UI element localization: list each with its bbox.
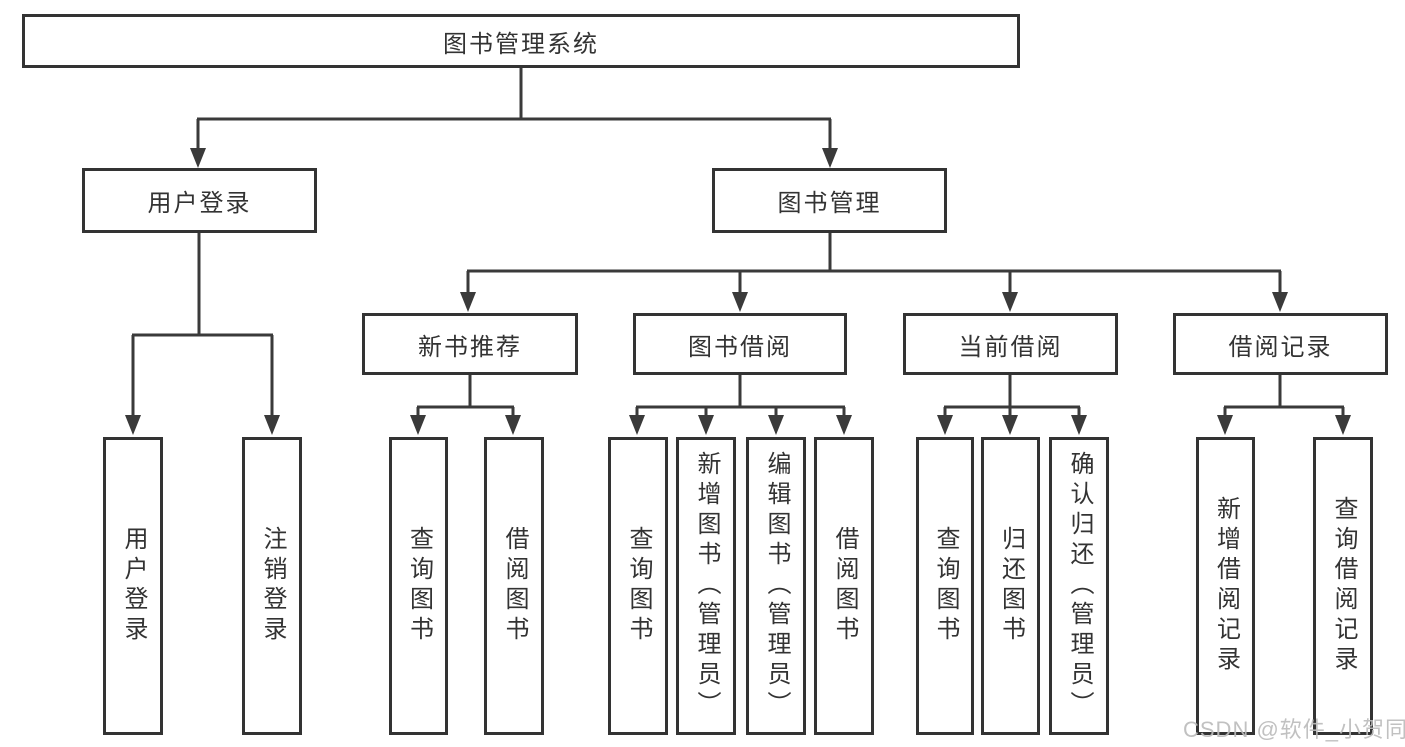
node-current-borrowing-label: 当前借阅	[958, 333, 1063, 361]
node-book-management-label: 图书管理	[777, 190, 882, 217]
node-borrowing-records: 借阅记录	[1173, 313, 1388, 375]
leaf-query-books-current: 查询图书	[916, 437, 974, 735]
node-borrowing-records-label: 借阅记录	[1228, 333, 1333, 361]
leaf-query-borrow-record-label: 查询借阅记录	[1330, 496, 1357, 676]
leaf-user-login: 用户登录	[103, 437, 163, 735]
leaf-return-books-label: 归还图书	[997, 526, 1025, 646]
leaf-edit-book-admin: 编辑图书（管理员）	[746, 437, 806, 735]
leaf-logout: 注销登录	[242, 437, 302, 735]
leaf-add-book-admin: 新增图书（管理员）	[676, 437, 736, 735]
node-user-login: 用户登录	[82, 168, 317, 233]
node-root: 图书管理系统	[22, 14, 1020, 68]
leaf-query-books-borrowing: 查询图书	[608, 437, 668, 735]
node-new-book-recommendation: 新书推荐	[362, 313, 578, 375]
leaf-logout-label: 注销登录	[259, 526, 286, 646]
leaf-confirm-return-admin: 确认归还（管理员）	[1049, 437, 1109, 735]
node-book-borrowing-label: 图书借阅	[688, 333, 792, 361]
leaf-borrow-books-borrowing: 借阅图书	[814, 437, 874, 735]
leaf-query-books-recommend: 查询图书	[389, 437, 448, 735]
node-book-borrowing: 图书借阅	[633, 313, 847, 375]
node-root-label: 图书管理系统	[443, 30, 599, 58]
leaf-add-borrow-record: 新增借阅记录	[1196, 437, 1255, 735]
leaf-add-book-admin-label: 新增图书（管理员）	[693, 451, 720, 721]
node-new-book-recommendation-label: 新书推荐	[418, 333, 522, 361]
leaf-confirm-return-admin-label: 确认归还（管理员）	[1066, 451, 1093, 721]
node-book-management: 图书管理	[712, 168, 947, 233]
leaf-borrow-books-recommend: 借阅图书	[484, 437, 544, 735]
leaf-return-books: 归还图书	[981, 437, 1040, 735]
leaf-edit-book-admin-label: 编辑图书（管理员）	[763, 451, 790, 721]
leaf-user-login-label: 用户登录	[120, 526, 147, 646]
node-current-borrowing: 当前借阅	[903, 313, 1118, 375]
csdn-watermark: CSDN @软件_小贺同学	[1183, 717, 1405, 742]
node-user-login-label: 用户登录	[147, 190, 252, 217]
leaf-query-borrow-record: 查询借阅记录	[1313, 437, 1373, 735]
leaf-query-books-borrowing-label: 查询图书	[625, 526, 652, 646]
leaf-add-borrow-record-label: 新增借阅记录	[1212, 496, 1240, 676]
leaf-borrow-books-recommend-label: 借阅图书	[501, 526, 528, 646]
leaf-query-books-recommend-label: 查询图书	[405, 526, 433, 646]
leaf-query-books-current-label: 查询图书	[932, 526, 959, 646]
leaf-borrow-books-borrowing-label: 借阅图书	[831, 526, 858, 646]
